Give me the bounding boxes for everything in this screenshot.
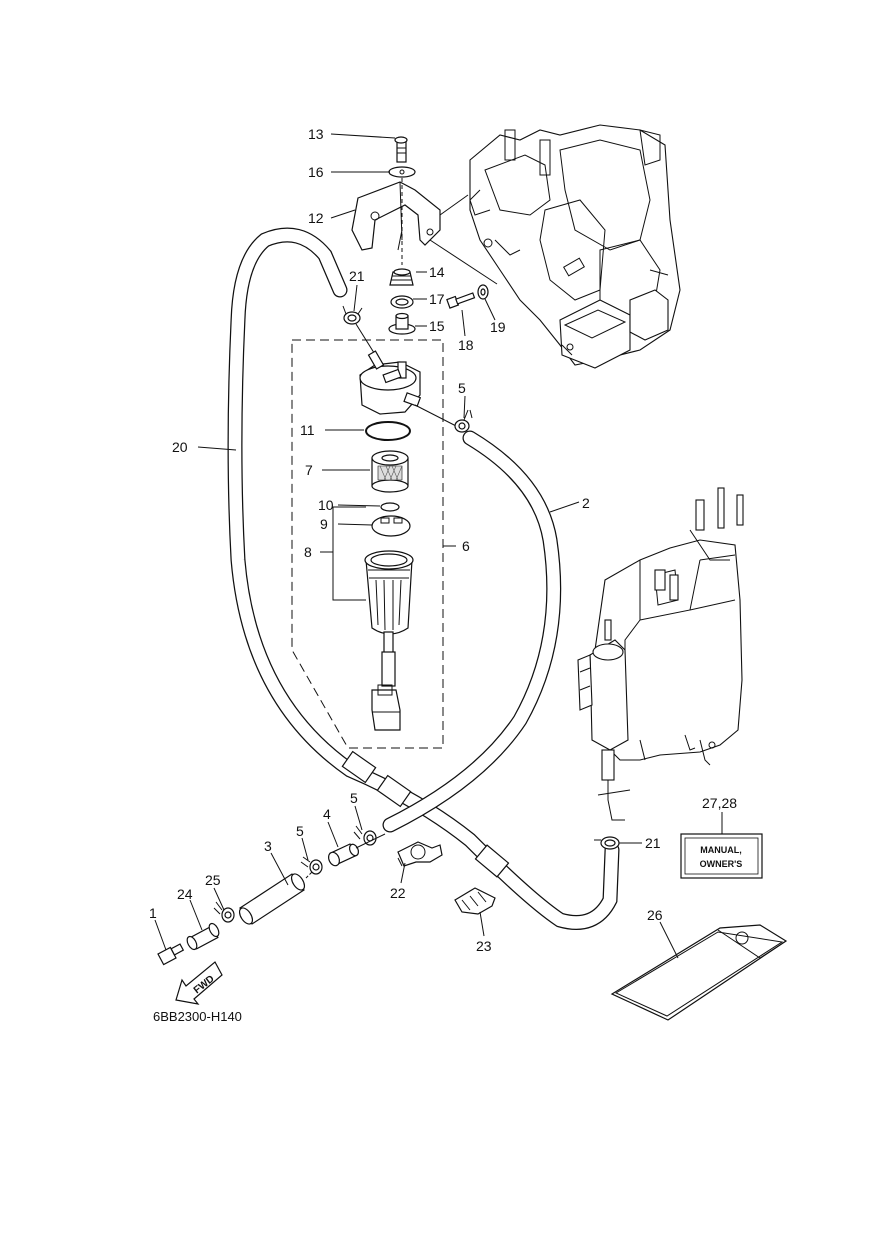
- bracket-assembly: [351, 136, 498, 285]
- callout-5-lower-right: 5: [350, 790, 358, 806]
- filter-head: [359, 350, 461, 429]
- callout-26: 26: [647, 907, 663, 923]
- collar-15: [388, 312, 416, 335]
- washer-19: [477, 284, 489, 300]
- float-9: [371, 515, 411, 537]
- callout-20: 20: [172, 439, 188, 455]
- filter-assembly-frame: [291, 339, 444, 749]
- fwd-arrow: FWD: [175, 961, 223, 1005]
- callout-9: 9: [320, 516, 328, 532]
- callout-10: 10: [318, 497, 334, 513]
- callout-27-28: 27,28: [702, 795, 737, 811]
- clip-5-lower-mid: [300, 856, 323, 875]
- plug-1: [157, 943, 185, 966]
- leader-lines: [154, 133, 723, 959]
- callout-14: 14: [429, 264, 445, 280]
- callout-5-upper: 5: [458, 380, 466, 396]
- filter-element-7: [371, 450, 409, 493]
- hose-3: [238, 871, 313, 925]
- callout-2: 2: [582, 495, 590, 511]
- diagram-code: 6BB2300-H140: [153, 1009, 242, 1024]
- holder-23: [454, 887, 496, 915]
- callout-5-lower-mid: 5: [296, 823, 304, 839]
- joint-24: [186, 922, 220, 951]
- callout-22: 22: [390, 885, 406, 901]
- callout-21-upper: 21: [349, 268, 365, 284]
- callout-19: 19: [490, 319, 506, 335]
- hose-sleeve: [341, 750, 377, 784]
- callout-4: 4: [323, 806, 331, 822]
- callout-labels: 13 16 12 14 17 15 18 19 21 5 11 7 10 9 8…: [149, 126, 737, 1024]
- callout-17: 17: [429, 291, 445, 307]
- holder-22: [397, 841, 443, 867]
- lower-engine-block: [577, 487, 744, 821]
- joint-4: [327, 833, 386, 867]
- pouch-26: [610, 924, 788, 1021]
- owners-manual-label-box: MANUAL, OWNER'S: [680, 833, 763, 879]
- callout-7: 7: [305, 462, 313, 478]
- clip-5-upper: [454, 409, 473, 433]
- callout-18: 18: [458, 337, 474, 353]
- o-ring-11: [365, 421, 411, 441]
- callout-3: 3: [264, 838, 272, 854]
- clip-21-upper: [342, 305, 363, 325]
- hose-sleeve: [376, 774, 412, 808]
- ring-10: [380, 502, 400, 512]
- callout-1: 1: [149, 905, 157, 921]
- callout-21-lower: 21: [645, 835, 661, 851]
- callout-25: 25: [205, 872, 221, 888]
- manual-label: MANUAL,: [700, 845, 742, 855]
- filter-bowl-8: [364, 550, 414, 731]
- upper-engine-block: [469, 124, 681, 369]
- hose-20: [227, 227, 620, 930]
- bolt-18: [446, 292, 476, 309]
- callout-6: 6: [462, 538, 470, 554]
- callout-23: 23: [476, 938, 492, 954]
- owners-label: OWNER'S: [700, 859, 743, 869]
- callout-13: 13: [308, 126, 324, 142]
- hose-sleeve: [474, 844, 510, 878]
- callout-12: 12: [308, 210, 324, 226]
- callout-11: 11: [300, 422, 315, 438]
- grommet-14: [389, 268, 414, 286]
- callout-16: 16: [308, 164, 324, 180]
- callout-8: 8: [304, 544, 312, 560]
- clip-25: [213, 901, 235, 923]
- callout-15: 15: [429, 318, 445, 334]
- callout-24: 24: [177, 886, 193, 902]
- clip-5-lower-right: [353, 825, 377, 846]
- clip-21-lower: [594, 836, 620, 850]
- hose-2: [382, 430, 562, 833]
